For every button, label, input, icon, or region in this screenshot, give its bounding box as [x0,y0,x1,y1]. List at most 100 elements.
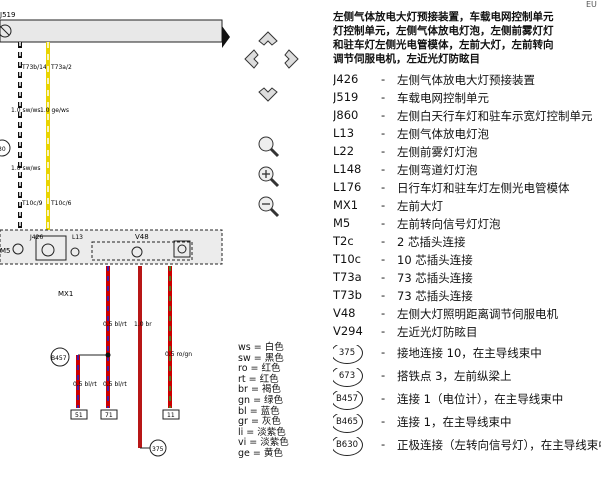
page-next-arrow-icon[interactable] [222,26,230,48]
zoom-in-icon[interactable] [258,166,280,188]
legend-desc: 接地连接 10，在主导线束中 [397,346,542,360]
legend-desc: 73 芯插头连接 [397,271,473,285]
legend-row: L176-日行车灯和驻车灯左侧光电管模体 [333,180,570,195]
wire-1-label: 1.0 sw/ws [11,107,41,114]
diagram-title: 左侧气体放电大灯预接装置，车载电网控制单元 灯控制单元，左侧气体放电灯泡，左侧前… [333,10,601,66]
wire-7-label: 0.5 bl/rt [73,381,97,388]
color-code: ge = 黄色 [238,447,283,459]
legend-row: B465-连接 1，在主导线束中 [333,414,601,436]
legend-code: L22 [333,144,355,158]
conn-t73a: T73a/2 [50,64,72,71]
legend-code: L13 [333,126,355,140]
legend-row: V294-左近光灯防眩目 [333,324,478,339]
legend-code: M5 [333,216,351,230]
color-code: bl = 蓝色 [238,405,280,417]
node-375: 375 [152,446,164,453]
legend-row: B457-连接 1（电位计），在主导线束中 [333,391,601,413]
page-mark: EU [586,0,597,9]
legend-row: J426-左侧气体放电大灯预接装置 [333,72,535,87]
legend-desc: 车载电网控制单元 [397,91,489,105]
title-line: 左侧气体放电大灯预接装置，车载电网控制单元 [333,11,554,23]
label-j426: J426 [29,234,43,241]
color-code: rt = 红色 [238,373,279,385]
legend-row: T10c-10 芯插头连接 [333,252,473,267]
label-mx1: MX1 [58,290,73,298]
legend-desc: 左侧白天行车灯和驻车示宽灯控制单元 [397,109,593,123]
legend-row: L22-左侧前雾灯灯泡 [333,144,478,159]
term-11: 11 [167,412,175,419]
legend-desc: 左侧气体放电灯泡 [397,127,489,141]
zoom-out-icon[interactable] [258,196,280,218]
legend-row: 673-搭铁点 3，左前纵梁上 [333,368,601,390]
legend-code: T10c [333,252,361,266]
wire-color-key: ws = 白色 sw = 黑色 ro = 红色 rt = 红色 br = 褐色 … [238,342,289,460]
legend-desc: 2 芯插头连接 [397,235,466,249]
nav-down-icon[interactable] [258,87,278,102]
legend-row: B630-正极连接（左转向信号灯），在主导线束中 [333,437,601,459]
legend-code: V294 [333,324,363,338]
node-b457: B457 [51,355,67,362]
node-30: 30 [0,146,6,153]
legend-row: MX1-左前大灯 [333,198,443,213]
legend-row: M5-左前转向信号灯灯泡 [333,216,501,231]
legend-row: J519-车载电网控制单元 [333,90,489,105]
legend-desc: 正极连接（左转向信号灯），在主导线束中 [397,438,601,452]
legend-desc: 10 芯插头连接 [397,253,473,267]
legend-code: MX1 [333,198,359,212]
color-code: gr = 灰色 [238,416,281,428]
label-j519: J519 [0,11,15,19]
legend-code: L148 [333,162,362,176]
nav-right-icon[interactable] [284,49,299,69]
legend-code-circled: 375 [333,345,363,364]
legend-desc: 日行车灯和驻车灯左侧光电管模体 [397,181,570,195]
title-line: 和驻车灯左侧光电管模体，左前大灯，左前转向 [333,39,554,51]
term-71: 71 [105,412,113,419]
legend-desc: 73 芯插头连接 [397,289,473,303]
legend-desc: 左前大灯 [397,199,443,213]
legend-row: T2c-2 芯插头连接 [333,234,466,249]
color-code: vi = 淡紫色 [238,437,289,449]
color-code: ro = 红色 [238,363,281,375]
legend-code: T73b [333,288,362,302]
legend-code-circled: B457 [333,391,363,410]
legend-desc: 搭铁点 3，左前纵梁上 [397,369,512,383]
wire-8-label: 0.5 bl/rt [103,381,127,388]
legend-row: V48-左侧大灯照明距离调节伺服电机 [333,306,558,321]
legend-code: J860 [333,108,359,122]
legend-desc: 左侧弯道灯灯泡 [397,163,478,177]
conn-t73b: T73b/14 [21,64,47,71]
color-code: ws = 白色 [238,342,284,353]
legend-code: T73a [333,270,362,284]
wire-6-label: 0.5 ro/gn [165,351,192,358]
label-m5: M5 [0,247,11,255]
legend-code: T2c [333,234,354,248]
title-line: 调节伺服电机，左近光灯防眩目 [333,53,480,65]
legend-desc: 左前转向信号灯灯泡 [397,217,501,231]
legend-desc: 连接 1（电位计），在主导线束中 [397,392,564,406]
nav-up-icon[interactable] [258,31,278,46]
legend-code-circled: B630 [333,437,363,456]
color-code: br = 褐色 [238,384,281,396]
conn-t10c-9: T10c/9 [21,200,43,207]
title-line: 灯控制单元，左侧气体放电灯泡，左侧前雾灯灯 [333,25,554,37]
legend-code: J426 [333,72,359,86]
zoom-fit-icon[interactable] [258,136,280,158]
legend-row: T73a-73 芯插头连接 [333,270,473,285]
legend-row: L13-左侧气体放电灯泡 [333,126,489,141]
wire-3-label: 1.0 sw/ws [11,165,41,172]
wire-4-label: 0.5 bl/rt [103,321,127,328]
legend-desc: 左侧前雾灯灯泡 [397,145,478,159]
legend-desc: 左侧大灯照明距离调节伺服电机 [397,307,558,321]
legend-code: L176 [333,180,362,194]
legend-row: J860-左侧白天行车灯和驻车示宽灯控制单元 [333,108,593,123]
legend-row: 375-接地连接 10，在主导线束中 [333,345,601,367]
legend-code-circled: B465 [333,414,363,433]
nav-left-icon[interactable] [244,49,259,69]
wire-5-label: 1.0 br [134,321,152,328]
legend-row: L148-左侧弯道灯灯泡 [333,162,478,177]
legend-code: J519 [333,90,359,104]
term-51: 51 [75,412,83,419]
color-code: li = 淡紫色 [238,426,286,438]
color-code: gn = 绿色 [238,394,284,406]
